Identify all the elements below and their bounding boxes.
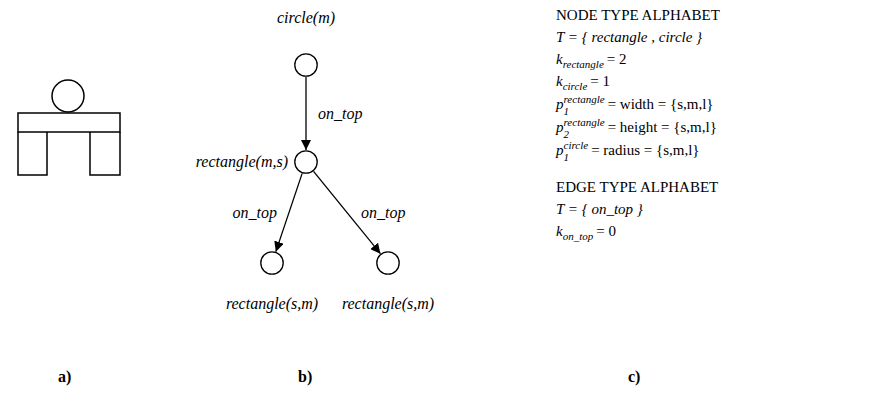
index-stack: circle1 [564,140,589,163]
index-stack: rectangle1 [564,94,605,117]
alphabet-line: prectangle2= height = {s,m,l} [556,117,717,140]
label-text: circle [563,80,588,92]
label-text: k [556,223,563,239]
node-circle [376,251,400,275]
panel-letter: a) [58,368,71,386]
edge-label: on_top [231,204,279,222]
alphabet-line: T = { on_top } [556,200,643,218]
label-text: k [556,73,563,89]
panel-letter: c) [628,368,640,386]
node-circle [294,150,318,174]
label-text: rectangle [563,58,604,70]
label-text: T = { rectangle , circle } [556,29,702,45]
label-text: 1 [564,152,589,164]
label-text: rectangle [564,117,605,129]
alphabet-line: EDGE TYPE ALPHABET [556,178,718,196]
graph-node: rectangle(s,m) [376,251,400,275]
graph-node: rectangle(m,s) [294,150,318,174]
panel-letter: b) [298,368,312,386]
label-text: on_top [563,230,594,242]
edge-label: on_top [316,105,364,123]
index-stack: rectangle2 [564,117,605,140]
edge-arrow [305,77,306,150]
label-text: NODE TYPE ALPHABET [556,7,720,23]
alphabet-line: kon_top= 0 [556,222,616,240]
node-label: rectangle(s,m) [226,295,318,313]
label-text: k [556,51,563,67]
node-label: rectangle(m,s) [196,153,288,171]
label-text: rectangle [564,94,605,106]
alphabet-line: NODE TYPE ALPHABET [556,6,720,24]
label-text: p [556,96,564,112]
alphabet-line: pcircle1= radius = {s,m,l} [556,140,700,163]
alphabet-line: kcircle= 1 [556,72,610,90]
label-text: 1 [564,106,605,118]
label-text: = 1 [590,73,610,89]
label-text: = radius = {s,m,l} [591,142,699,158]
label-text: p [556,119,564,135]
label-text: EDGE TYPE ALPHABET [556,179,718,195]
alphabet-line: krectangle= 2 [556,50,627,68]
edge-label: on_top [359,204,407,222]
alphabet-line: T = { rectangle , circle } [556,28,702,46]
label-text: = 2 [607,51,627,67]
label-text: 2 [564,129,605,141]
graph-node: rectangle(s,m) [260,251,284,275]
node-label: rectangle(s,m) [342,295,434,313]
label-text: = width = {s,m,l} [608,96,714,112]
alphabet-line: prectangle1= width = {s,m,l} [556,94,714,117]
label-text: p [556,142,564,158]
node-label: circle(m) [277,9,335,27]
node-circle [294,53,318,77]
label-text: T = { on_top } [556,201,643,217]
label-text: = 0 [596,223,616,239]
label-text: = height = {s,m,l} [608,119,717,135]
node-circle [260,251,284,275]
label-text: circle [564,140,589,152]
edge-arrow [276,173,302,251]
graph-node: circle(m) [294,53,318,77]
